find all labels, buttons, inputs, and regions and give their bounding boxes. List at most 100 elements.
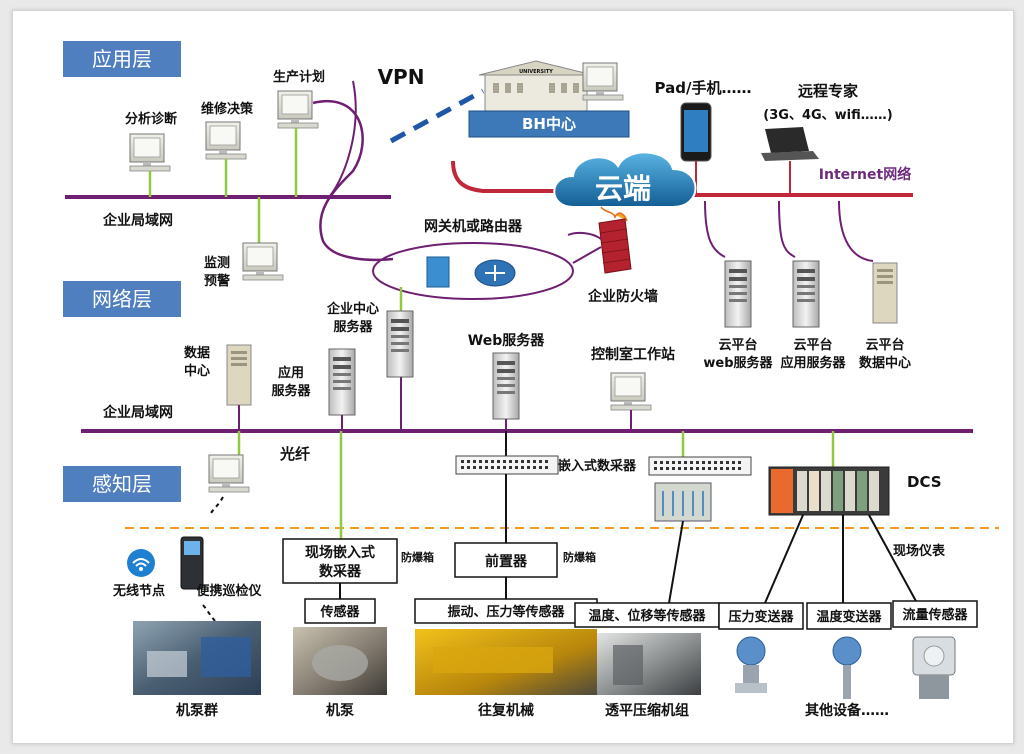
data-center-label-1: 数据	[184, 345, 210, 361]
pressure-transmitter-device	[735, 636, 767, 693]
pump-photo: 机泵	[293, 627, 387, 719]
transmitter-head-icon	[832, 636, 862, 666]
computer-icon	[205, 121, 247, 160]
server-icon	[724, 260, 752, 328]
pad-phone: Pad/手机……	[655, 79, 752, 162]
temp-transmitter-box: 温度变送器	[806, 602, 892, 630]
computer-icon	[277, 90, 319, 129]
embedded-collector: 嵌入式数采器	[455, 431, 637, 475]
field-embedded-collector: 现场嵌入式 数采器 防爆箱	[282, 538, 434, 599]
board-wires	[662, 491, 704, 516]
link-line	[778, 200, 796, 258]
cloud-icon	[553, 151, 697, 208]
sensor-box-frame	[304, 598, 376, 624]
rack-icon	[455, 455, 559, 475]
firewall: 企业防火墙	[587, 206, 658, 305]
explosion-box-label-2: 防爆箱	[563, 550, 596, 564]
pump-label: 机泵	[326, 702, 354, 719]
collector-board	[648, 431, 752, 522]
layer-tab-perception: 感知层	[63, 466, 181, 502]
field-embedded-box	[282, 538, 398, 584]
cloud-data-label-1: 云平台	[865, 337, 904, 353]
pad-phone-label: Pad/手机……	[655, 79, 752, 97]
turbine-label: 透平压缩机组	[605, 702, 689, 719]
remote-expert-label: 远程专家	[798, 82, 858, 100]
cloud-label: 云端	[595, 172, 651, 205]
transmitter-body	[743, 665, 759, 683]
phone-screen	[684, 110, 708, 152]
pump-group-label: 机泵群	[176, 702, 218, 719]
temp-transmitter-frame	[806, 602, 892, 630]
link-line-flow	[868, 514, 918, 604]
gateway-firewall-link-2	[567, 231, 602, 240]
embedded-collector-label: 嵌入式数采器	[558, 458, 637, 474]
remote-expert: 远程专家 (3G、4G、wifi……)	[761, 82, 893, 161]
gateway-router: 网关机或路由器	[372, 218, 574, 300]
wireless-dash	[208, 496, 224, 517]
wifi-waves	[132, 558, 150, 567]
link-line-temp-disp	[668, 520, 684, 604]
flow-sensor-box: 流量传感器	[892, 600, 978, 628]
pc-analysis: 分析诊断	[125, 111, 177, 197]
flow-sensor-frame	[892, 600, 978, 628]
vpn-link-curve	[312, 99, 394, 262]
layer-tab-application-label: 应用层	[92, 47, 152, 71]
pc-production-plan-label: 生产计划	[273, 69, 325, 85]
photo-detail	[613, 645, 643, 685]
link-line	[838, 200, 874, 262]
preamp: 前置器 防爆箱	[454, 542, 596, 599]
flame-icon	[600, 206, 628, 222]
vibration-sensor-box: 振动、压力等传感器	[414, 598, 598, 624]
preamp-box	[454, 542, 558, 578]
server-icon	[328, 348, 356, 416]
flow-meter-body	[919, 675, 949, 699]
vibration-sensor-label: 振动、压力等传感器	[447, 604, 565, 620]
building-icon	[484, 74, 588, 116]
computer-icon	[610, 372, 652, 411]
pc-monitor: 监测 预警	[204, 197, 284, 289]
temp-transmitter-device: 其他设备……	[805, 636, 889, 719]
flow-sensor-label: 流量传感器	[902, 607, 968, 623]
gateway-ellipse	[372, 242, 574, 300]
reciprocating-label: 往复机械	[478, 702, 534, 719]
link-line-pressure	[764, 514, 804, 604]
link-line	[704, 200, 726, 258]
computer-icon	[129, 133, 171, 172]
app-server: 应用 服务器	[271, 348, 356, 431]
building-roof	[478, 60, 594, 76]
turbine-photo: 透平压缩机组	[597, 633, 701, 719]
photo-detail	[312, 645, 368, 681]
data-center-label-2: 中心	[184, 363, 210, 379]
building-windows	[493, 83, 579, 93]
bh-center-label: BH中心	[522, 115, 576, 133]
brick-lines	[599, 228, 631, 264]
internet-label: Internet网络	[819, 166, 911, 183]
cloud-data-center: 云平台 数据中心	[838, 200, 911, 371]
building-sign: UNIVERSITY	[519, 69, 553, 75]
temp-transmitter-label: 温度变送器	[816, 609, 882, 625]
architecture-diagram: 应用层 网络层 感知层 企业局域网 分析诊断 维修决策 生产计划 VPN UNI…	[12, 10, 1014, 744]
photo-detail	[433, 647, 553, 673]
web-server: Web服务器	[468, 332, 545, 431]
plc-power-module	[771, 469, 793, 513]
internet-red-link	[451, 160, 613, 193]
laptop-icon	[765, 127, 809, 153]
layer-tab-application-bg	[63, 41, 181, 77]
server-icon	[226, 344, 252, 406]
cloud-app-label-2: 应用服务器	[780, 355, 846, 371]
pc-analysis-label: 分析诊断	[125, 111, 177, 127]
switch-icon	[426, 256, 450, 288]
flow-meter-dial	[923, 645, 945, 667]
server-icon	[492, 352, 520, 420]
pc-maintenance: 维修决策	[201, 101, 254, 197]
portable-inspector-label: 便携巡检仪	[196, 583, 262, 599]
cloud-web-label-1: 云平台	[718, 337, 757, 353]
rack-icon	[648, 456, 752, 476]
plc-modules	[797, 471, 879, 511]
monitor-label-1: 监测	[204, 255, 230, 271]
pc-production-plan: 生产计划	[273, 69, 325, 197]
flow-sensor-device	[912, 636, 956, 699]
bh-center: UNIVERSITY BH中心	[468, 60, 630, 138]
transmitter-head-icon	[736, 636, 766, 666]
layer-tab-application: 应用层	[63, 41, 181, 77]
